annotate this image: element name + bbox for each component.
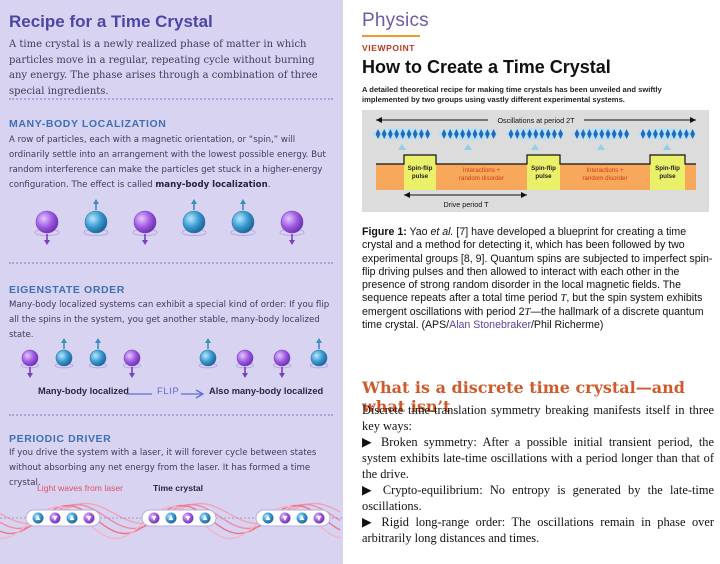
label-flip: FLIP: [157, 386, 180, 397]
infographic-panel: Recipe for a Time Crystal A time crystal…: [0, 0, 343, 564]
label-light-waves: Light waves from laser: [37, 483, 123, 493]
drive-waveform: [376, 154, 696, 165]
eigenstate-heading: EIGENSTATE ORDER: [9, 284, 125, 296]
laser-wave-line: [0, 505, 341, 540]
svg-text:random disorder: random disorder: [459, 175, 504, 182]
infographic-title: Recipe for a Time Crystal: [9, 12, 213, 31]
svg-text:pulse: pulse: [659, 173, 676, 180]
laser-waves: [0, 502, 343, 540]
spin-down-icon: [272, 349, 292, 378]
spin-up-icon: [198, 338, 218, 369]
time-crystal-cell: [255, 509, 331, 527]
interaction-block: [376, 164, 404, 190]
mbl-bold-term: many-body localization: [155, 180, 268, 190]
label-time-crystal: Time crystal: [153, 483, 204, 493]
spin-chain-icon: [438, 128, 498, 150]
mbl-heading: MANY-BODY LOCALIZATION: [9, 118, 167, 130]
bullet-broken-symmetry: ▶ Broken symmetry: After a possible init…: [362, 435, 714, 481]
svg-text:pulse: pulse: [412, 173, 429, 180]
divider: [9, 98, 333, 100]
spin-up-icon: [88, 338, 108, 369]
svg-text:random disorder: random disorder: [582, 175, 627, 182]
spin-up-icon: [83, 199, 109, 237]
bullet-long-range-order: ▶ Rigid long-range order: The oscillatio…: [362, 515, 714, 545]
infographic-intro: A time crystal is a newly realized phase…: [9, 39, 318, 97]
drive-period-label: Drive period T: [443, 200, 489, 209]
spin-up-icon: [309, 338, 329, 369]
divider: [9, 414, 333, 416]
periodic-driver-heading: PERIODIC DRIVER: [9, 433, 112, 445]
figure-1-diagram: Oscillations at period 2TSpin-flippulseI…: [372, 115, 697, 209]
spin-down-icon: [279, 210, 305, 245]
spin-down-icon: [122, 349, 142, 378]
spin-down-icon: [235, 349, 255, 378]
logo-underline: [362, 35, 420, 37]
arrow-head-right: [521, 192, 527, 198]
svg-text:Spin-flip: Spin-flip: [408, 165, 433, 172]
spin-up-icon: [181, 199, 207, 237]
oscillation-label: Oscillations at period 2T: [497, 116, 575, 125]
spin-up-icon: [54, 338, 74, 369]
eigenstate-text: Many-body localized systems can exhibit …: [9, 300, 330, 340]
spin-chain-icon: [505, 128, 565, 150]
period-symbol: T: [560, 293, 567, 305]
time-crystal-cell: [141, 509, 217, 527]
svg-text:Spin-flip: Spin-flip: [655, 165, 680, 172]
periodic-driver-text: If you drive the system with a laser, it…: [9, 448, 317, 488]
label-many-body-localized: Many-body localized: [38, 386, 129, 396]
section-intro: Discrete time-translation symmetry break…: [362, 403, 714, 433]
mbl-spin-row: [34, 199, 305, 245]
divider: [9, 262, 333, 264]
time-crystal-cell: [25, 509, 101, 527]
interaction-block: Interactions +random disorder: [436, 164, 527, 190]
bullet-crypto-equilibrium: ▶ Crypto-equilibrium: No entropy is gene…: [362, 483, 714, 513]
spin-down-icon: [34, 210, 60, 245]
spin-down-icon: [132, 210, 158, 245]
article-panel: Physics VIEWPOINT How to Create a Time C…: [343, 0, 720, 564]
eigenstate-spin-rows: [20, 338, 329, 378]
arrow-head-right: [690, 117, 696, 123]
arrow-head-left: [404, 192, 410, 198]
mbl-text: A row of particles, each with a magnetic…: [9, 135, 326, 190]
article-headline: How to Create a Time Crystal: [362, 57, 611, 77]
spin-up-icon: [230, 199, 256, 237]
svg-text:Interactions +: Interactions +: [586, 167, 624, 174]
spin-chain-icon: [571, 128, 631, 150]
viewpoint-kicker: VIEWPOINT: [362, 43, 416, 53]
section-title: What is a discrete time crystal—and what…: [362, 378, 685, 416]
spin-down-icon: [20, 349, 40, 378]
flip-arrows: [126, 389, 205, 399]
arrow-head-left: [376, 117, 382, 123]
svg-text:pulse: pulse: [535, 173, 552, 180]
label-also-many-body-localized: Also many-body localized: [209, 386, 324, 396]
article-subhead: A detailed theoretical recipe for making…: [362, 85, 662, 104]
spin-chain-icon: [637, 128, 697, 150]
svg-text:Spin-flip: Spin-flip: [531, 165, 556, 172]
figure-caption: Figure 1: Yao et al. [7] have developed …: [362, 226, 713, 332]
credit-link[interactable]: Alan Stonebraker: [449, 319, 531, 332]
interaction-block: [685, 164, 696, 190]
spin-chain-icon: [372, 128, 432, 150]
physics-logo[interactable]: Physics: [362, 10, 429, 31]
svg-text:Interactions +: Interactions +: [463, 167, 501, 174]
interaction-block: Interactions +random disorder: [560, 164, 650, 190]
laser-wave-line: [0, 504, 341, 535]
